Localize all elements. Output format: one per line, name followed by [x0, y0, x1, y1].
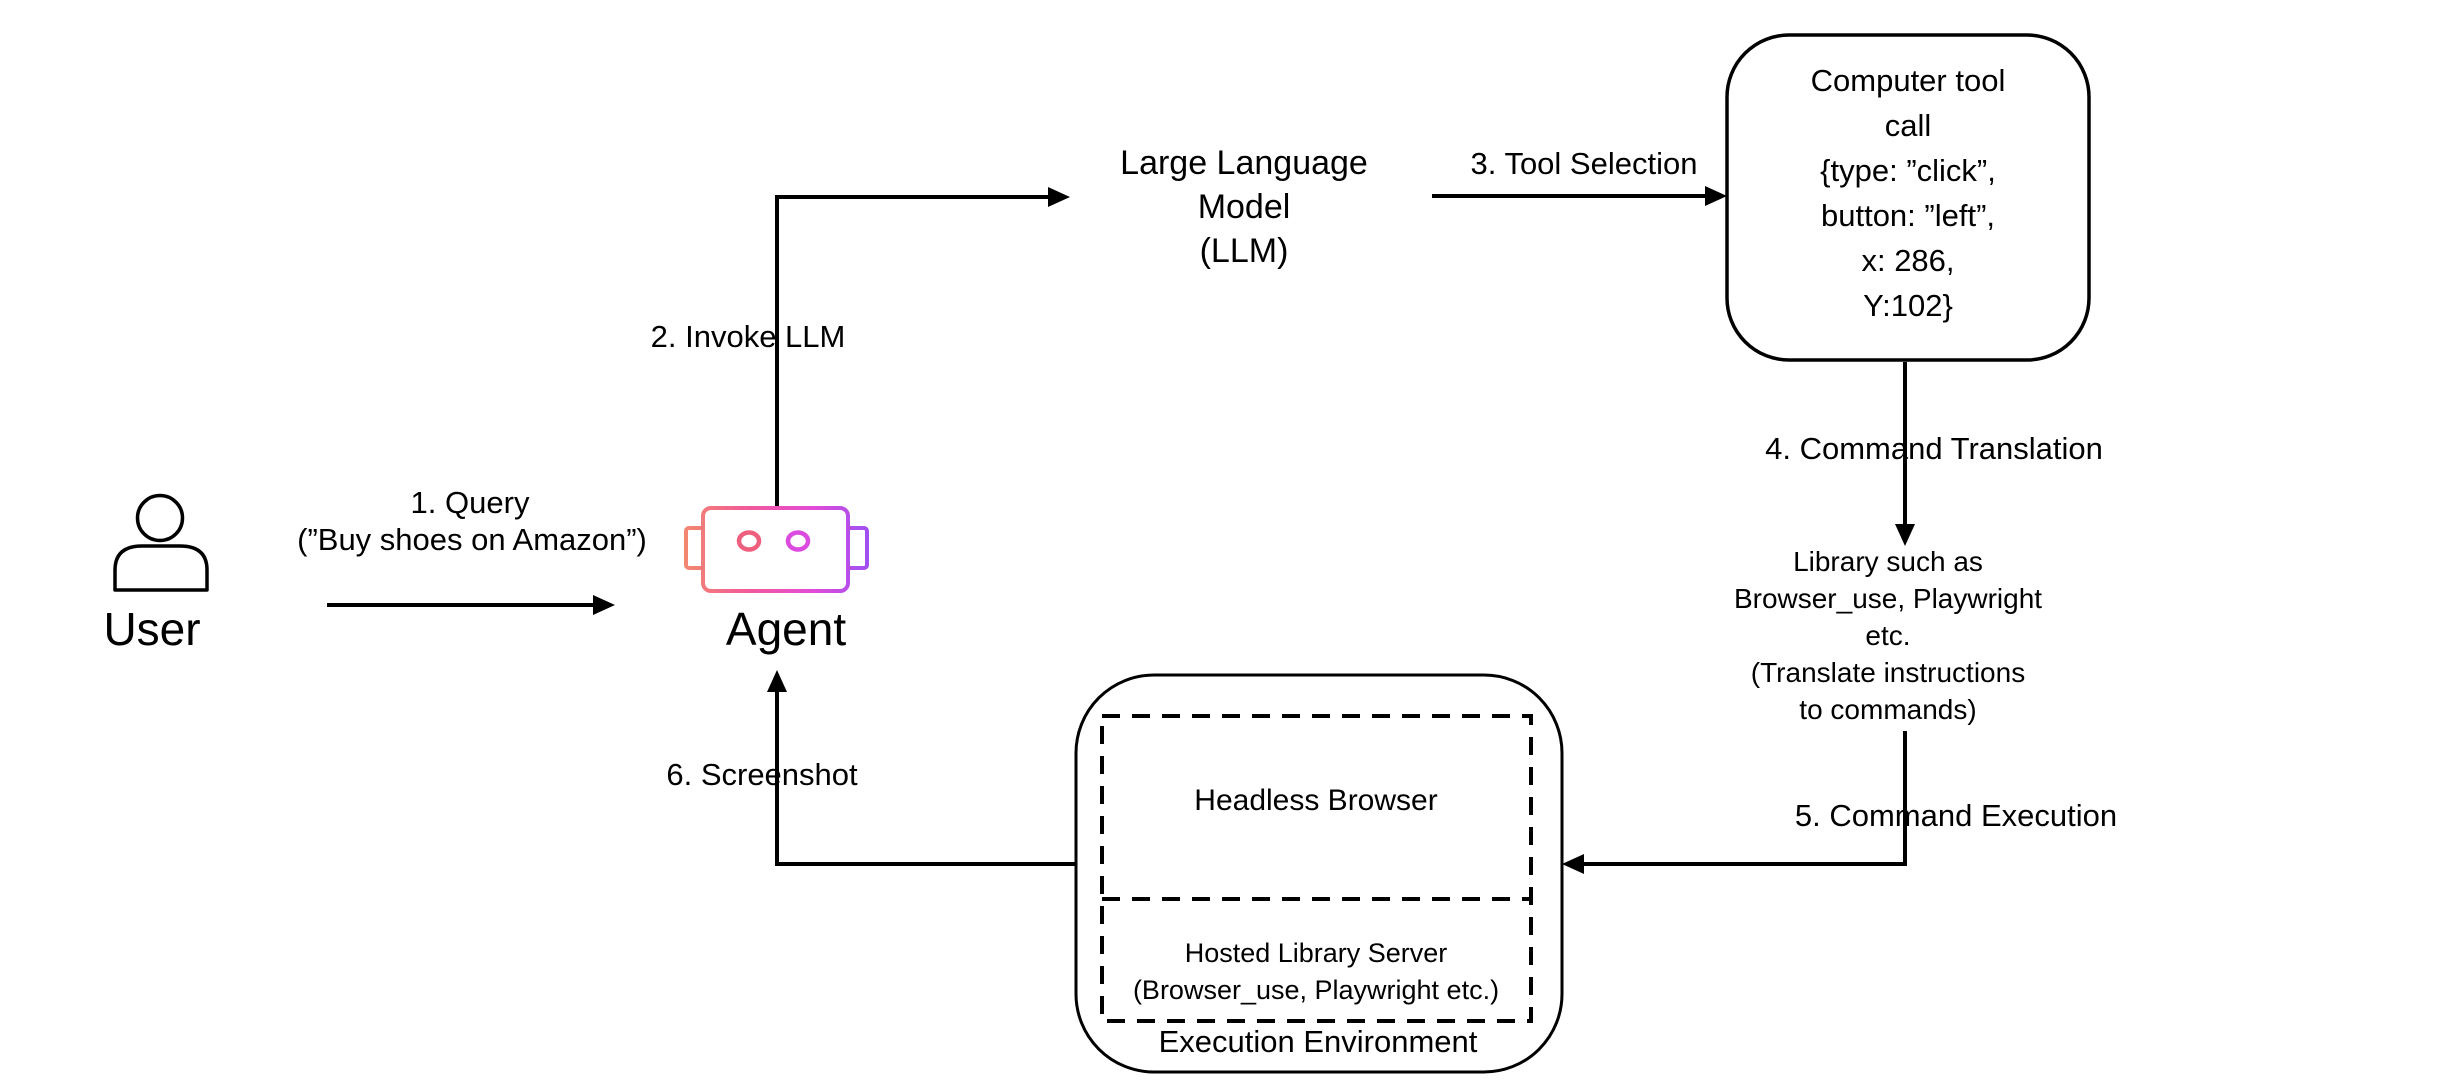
invoke-llm-arrow [775, 187, 1070, 506]
invoke-llm-label: 2. Invoke LLM [650, 319, 846, 354]
tool-call-line: x: 286, [1861, 243, 1955, 278]
tool-call-line: call [1884, 108, 1932, 143]
agent-label: Agent [725, 603, 847, 655]
robot-head [701, 506, 850, 593]
library-line: to commands) [1799, 694, 1977, 725]
robot-eye-left [736, 530, 762, 552]
command-execution-label: 5. Command Execution [1794, 798, 2118, 833]
agent-robot-icon [684, 506, 869, 593]
tool-selection-label: 3. Tool Selection [1470, 146, 1698, 181]
tool-call-line: button: ”left”, [1820, 198, 1996, 233]
library-line: (Translate instructions [1750, 657, 2026, 688]
hosted-library-server-line: (Browser_use, Playwright etc.) [1132, 975, 1500, 1005]
headless-browser-box [1100, 714, 1533, 1023]
library-line: Library such as [1793, 546, 1983, 577]
user-head [135, 493, 185, 543]
screenshot-label: 6. Screenshot [666, 757, 858, 792]
query-label-line2: (”Buy shoes on Amazon”) [297, 522, 647, 557]
llm-line: Large Language [1120, 144, 1368, 182]
execution-environment-label: Execution Environment [1158, 1024, 1478, 1059]
hosted-library-server-line: Hosted Library Server [1184, 938, 1448, 968]
command-translation-arrow [1895, 362, 1915, 546]
user-label: User [103, 603, 201, 655]
library-line: etc. [1865, 620, 1911, 651]
headless-browser-label: Headless Browser [1194, 784, 1438, 817]
tool-selection-arrow [1432, 186, 1727, 206]
user-shoulders [113, 544, 209, 592]
screenshot-arrow [767, 670, 1076, 866]
library-line: Browser_use, Playwright [1733, 583, 2043, 614]
query-label-line1: 1. Query [410, 485, 530, 520]
user-icon [113, 493, 209, 592]
execution-environment-box [1074, 673, 1564, 1074]
robot-eye-right [785, 530, 811, 552]
tool-call-line: Y:102} [1863, 288, 1953, 323]
tool-call-line: {type: ”click”, [1820, 153, 1996, 188]
command-execution-arrow [1562, 731, 1907, 874]
computer-tool-call-box [1725, 33, 2091, 362]
query-arrow [327, 595, 615, 615]
tool-call-line: Computer tool [1810, 63, 2006, 98]
command-translation-label: 4. Command Translation [1765, 431, 2103, 466]
llm-line: Model [1197, 188, 1291, 226]
llm-line: (LLM) [1199, 232, 1289, 270]
